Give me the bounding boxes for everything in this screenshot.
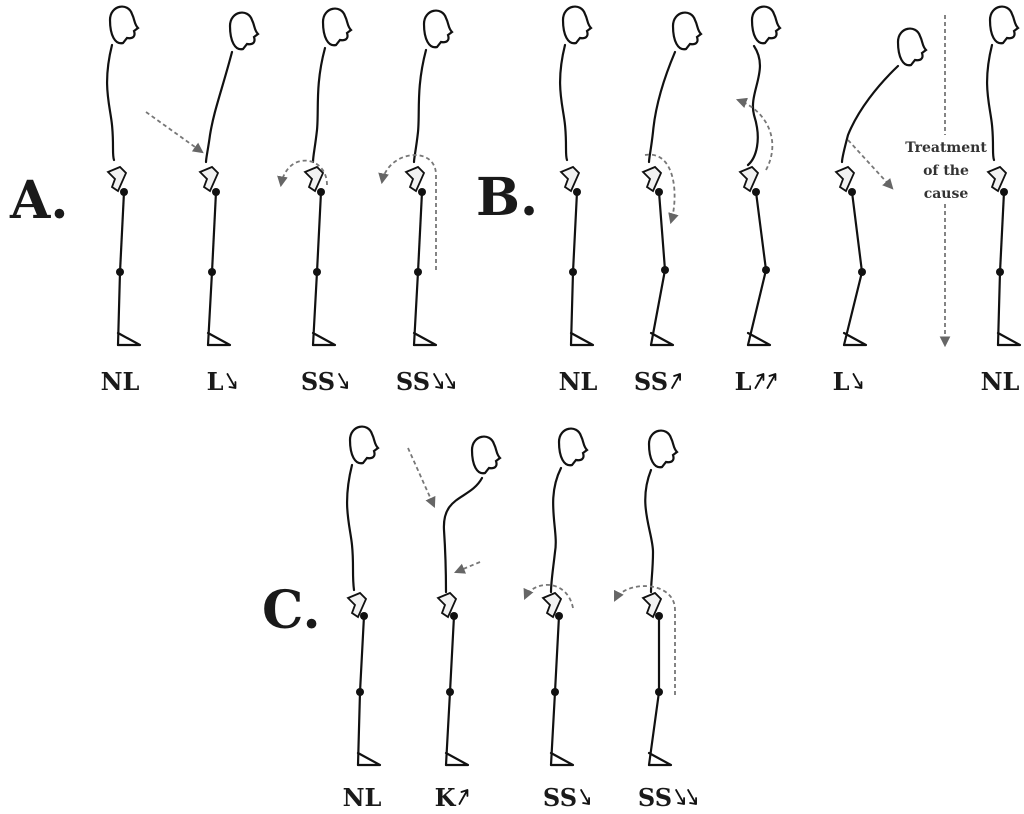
- figure-label-text: SS: [301, 367, 335, 396]
- treatment-note-line-2: of the: [923, 163, 969, 179]
- figure-label-text: L: [207, 367, 224, 396]
- figure-label: L: [735, 367, 777, 396]
- arrow-down-icon: [687, 789, 697, 805]
- figure-label: SS: [638, 783, 697, 812]
- figure-label-text: K: [435, 783, 457, 812]
- figure-label: NL: [101, 367, 140, 396]
- panel-b: Treatment of the cause: [559, 5, 1022, 348]
- figure-label-text: SS: [638, 783, 672, 812]
- figure-label: NL: [981, 367, 1020, 396]
- arrow-up-icon: [754, 373, 765, 389]
- figure-label: NL: [343, 783, 382, 812]
- figure-a-ss-severe: [378, 9, 454, 347]
- panel-a: [106, 5, 454, 347]
- figure-label-text: NL: [101, 367, 140, 396]
- figure-b-l-up: [735, 5, 782, 347]
- figure-a-nl: [106, 5, 142, 347]
- figure-c-nl: [346, 425, 382, 767]
- treatment-note-line-3: cause: [924, 186, 969, 202]
- figure-label: K: [435, 783, 469, 812]
- figure-a-l: [145, 11, 260, 347]
- figure-label-text: SS: [543, 783, 577, 812]
- figure-label: NL: [559, 367, 598, 396]
- arrow-up-icon: [671, 373, 681, 389]
- panel-a-letter: A.: [9, 170, 68, 231]
- figure-b-nl-restored: [986, 5, 1022, 347]
- figure-b-nl: [559, 5, 595, 347]
- figure-c-k: [407, 435, 502, 767]
- treatment-note-line-1: Treatment: [905, 140, 987, 156]
- figure-label-text: NL: [559, 367, 598, 396]
- panel-c: [346, 425, 679, 767]
- treatment-note: Treatment of the cause: [902, 135, 992, 202]
- arrow-down-icon: [675, 789, 685, 805]
- arrow-down-icon: [580, 789, 590, 805]
- figure-label-text: L: [833, 367, 850, 396]
- figure-label-text: SS: [634, 367, 668, 396]
- figure-b-ss-up: [641, 11, 703, 347]
- panel-c-letter: C.: [262, 580, 321, 641]
- label-layer: NL L SS SS NL SS L L NL NL K SS SS: [101, 367, 1020, 812]
- arrow-down-icon: [852, 373, 863, 389]
- figure-label: SS: [543, 783, 590, 812]
- arrow-down-icon: [433, 373, 443, 389]
- arrow-up-icon: [458, 789, 469, 805]
- figure-label-text: NL: [981, 367, 1020, 396]
- arrow-down-icon: [226, 373, 237, 389]
- figure-label-text: SS: [396, 367, 430, 396]
- figure-label: L: [207, 367, 237, 396]
- panel-b-letter: B.: [476, 167, 538, 228]
- figure-a-ss: [277, 7, 353, 347]
- arrow-down-icon: [445, 373, 455, 389]
- figure-c-ss: [523, 427, 589, 767]
- figure-label: L: [833, 367, 863, 396]
- figure-label: SS: [396, 367, 455, 396]
- arrow-down-icon: [338, 373, 348, 389]
- figure-b-l-down: [834, 27, 928, 347]
- figure-label-text: L: [735, 367, 752, 396]
- figure-label: SS: [634, 367, 681, 396]
- figure-label-text: NL: [343, 783, 382, 812]
- arrow-up-icon: [766, 373, 777, 389]
- figure-label: SS: [301, 367, 348, 396]
- figure-c-ss-severe: [614, 429, 679, 767]
